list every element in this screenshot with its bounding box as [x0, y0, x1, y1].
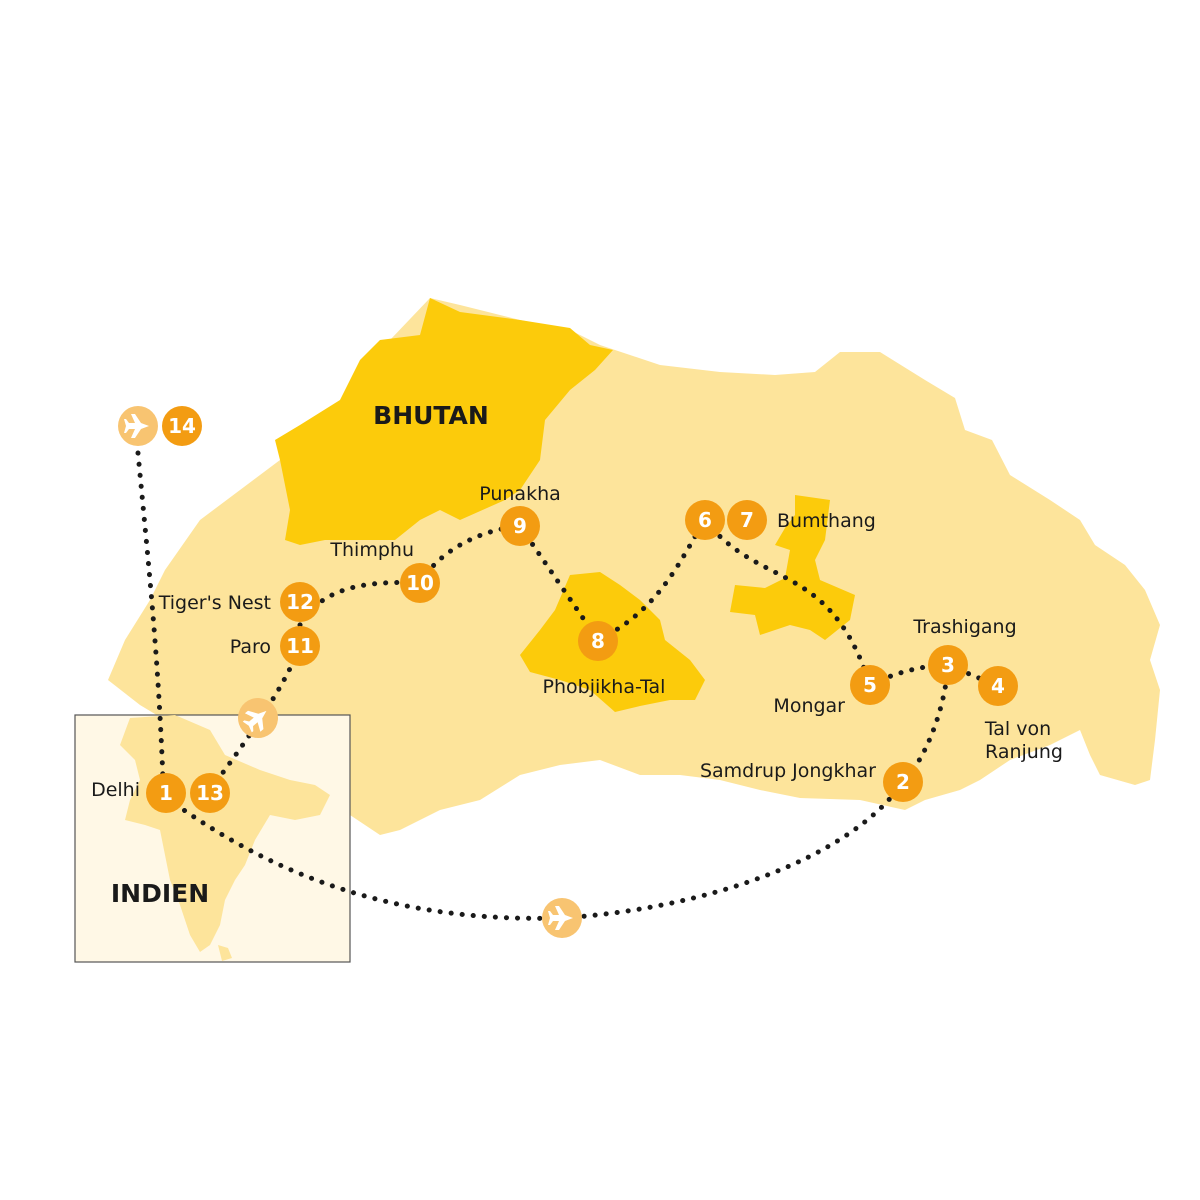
stop-number: 11	[286, 634, 314, 658]
stop-number: 9	[513, 514, 527, 538]
thimphu-region	[275, 298, 613, 545]
stop-marker-14: 14	[162, 406, 202, 446]
place-label-paro: Paro	[230, 636, 271, 658]
route-punakha-phobjikha	[517, 523, 601, 643]
stop-marker-1: 1	[146, 773, 186, 813]
stop-number: 13	[196, 781, 224, 805]
plane-icon	[238, 698, 278, 738]
inset-label: INDIEN	[111, 879, 209, 908]
stop-marker-4: 4	[978, 666, 1018, 706]
stop-marker-2: 2	[883, 762, 923, 802]
plane-icon	[542, 898, 582, 938]
place-label-phobjikha: Phobjikha-Tal	[543, 676, 666, 698]
place-label-delhi: Delhi	[91, 779, 140, 801]
stop-number: 14	[168, 414, 196, 438]
stop-marker-3: 3	[928, 645, 968, 685]
route-flight-home	[135, 450, 166, 783]
stop-marker-10: 10	[400, 563, 440, 603]
country-label: BHUTAN	[373, 401, 489, 430]
stop-marker-5: 5	[850, 665, 890, 705]
stop-number: 8	[591, 629, 605, 653]
stop-number: 3	[941, 653, 955, 677]
stop-number: 4	[991, 674, 1005, 698]
place-label-trashigang: Trashigang	[912, 616, 1016, 638]
place-label-thimphu: Thimphu	[329, 539, 414, 561]
stop-number: 2	[896, 770, 910, 794]
stop-marker-6: 6	[685, 500, 725, 540]
route-trashigang-samdrup	[900, 662, 951, 785]
stop-marker-7: 7	[727, 500, 767, 540]
stop-number: 1	[159, 781, 173, 805]
stop-marker-9: 9	[500, 506, 540, 546]
stop-number: 10	[406, 571, 434, 595]
place-label-ranjung-line1: Tal von	[984, 718, 1051, 740]
place-label-samdrup-jongkhar: Samdrup Jongkhar	[700, 760, 876, 782]
place-label-ranjung-line2: Ranjung	[985, 741, 1063, 763]
stop-number: 5	[863, 673, 877, 697]
stop-marker-12: 12	[280, 582, 320, 622]
stop-marker-11: 11	[280, 626, 320, 666]
place-label-bumthang: Bumthang	[777, 510, 876, 532]
place-label-punakha: Punakha	[479, 483, 561, 505]
stop-marker-13: 13	[190, 773, 230, 813]
place-label-mongar: Mongar	[773, 695, 845, 717]
sri-lanka-territory	[218, 945, 232, 961]
stop-number: 7	[740, 508, 754, 532]
stop-number: 12	[286, 590, 314, 614]
stop-marker-8: 8	[578, 621, 618, 661]
plane-icon	[118, 406, 158, 446]
place-label-tigers-nest: Tiger's Nest	[158, 592, 271, 614]
route-bumthang-mongar	[702, 517, 873, 688]
stop-number: 6	[698, 508, 712, 532]
